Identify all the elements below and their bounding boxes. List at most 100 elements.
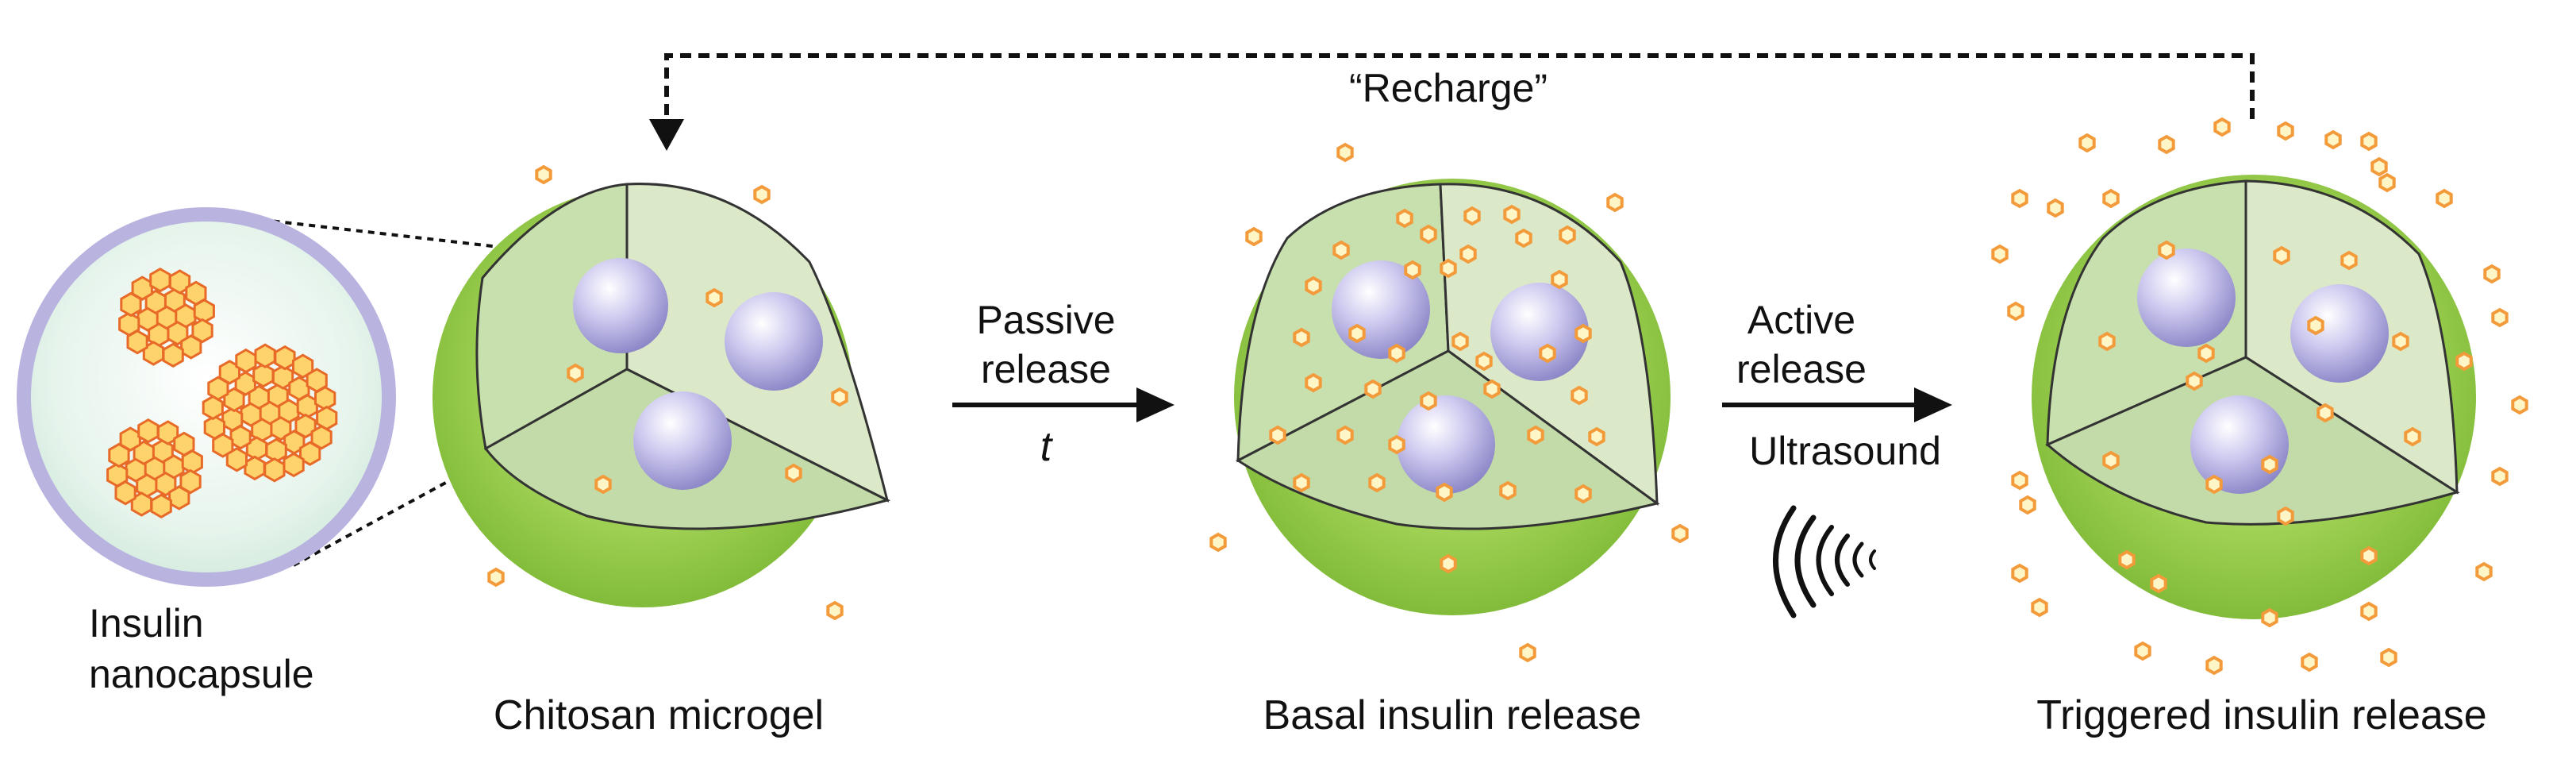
insulin-dot-icon bbox=[2102, 450, 2120, 471]
insulin-dot-icon bbox=[156, 420, 179, 445]
insulin-dot-icon bbox=[2307, 315, 2324, 336]
insulin-dot-icon bbox=[229, 424, 252, 450]
insulin-dot-icon bbox=[1245, 226, 1263, 247]
basal-release-microgel bbox=[1209, 142, 1689, 663]
insulin-dot-icon bbox=[2158, 240, 2175, 260]
insulin-dot-icon bbox=[2380, 647, 2397, 668]
insulin-dot-icon bbox=[179, 468, 202, 495]
nanocapsule-sphere-icon bbox=[2137, 249, 2236, 347]
insulin-dot-icon bbox=[2031, 597, 2048, 618]
insulin-dot-icon bbox=[1388, 434, 1405, 455]
recharge-arrowhead bbox=[649, 119, 684, 151]
nanocapsule-sphere-icon bbox=[1490, 283, 1589, 381]
insulin-dot-icon bbox=[826, 600, 844, 621]
insulin-dot-icon bbox=[2370, 156, 2388, 177]
insulin-dot-icon bbox=[137, 418, 160, 444]
insulin-dot-icon bbox=[2205, 474, 2223, 495]
insulin-dot-icon bbox=[1436, 482, 1453, 503]
insulin-dot-icon bbox=[274, 345, 296, 371]
insulin-dot-icon bbox=[2078, 133, 2096, 153]
insulin-dot-icon bbox=[168, 269, 191, 295]
insulin-dot-icon bbox=[163, 287, 186, 314]
insulin-dot-icon bbox=[535, 164, 552, 185]
insulin-dot-icon bbox=[2158, 134, 2175, 155]
insulin-dot-icon bbox=[2483, 264, 2501, 284]
insulin-dot-icon bbox=[1551, 269, 1568, 290]
insulin-dot-icon bbox=[1451, 331, 1469, 352]
insulin-dot-icon bbox=[1396, 208, 1413, 229]
insulin-dot-icon bbox=[1991, 244, 2009, 264]
insulin-dot-icon bbox=[2118, 549, 2136, 570]
insulin-dot-icon bbox=[2475, 561, 2493, 582]
chitosan-microgel bbox=[433, 164, 891, 621]
insulin-dot-icon bbox=[221, 407, 244, 432]
insulin-dot-icon bbox=[1475, 351, 1493, 372]
insulin-dot-icon bbox=[567, 363, 584, 383]
insulin-dots-triggered bbox=[1991, 117, 2528, 676]
insulin-dot-icon bbox=[252, 362, 275, 388]
insulin-dot-icon bbox=[1515, 228, 1532, 249]
insulin-dot-icon bbox=[1459, 244, 1477, 264]
insulin-dot-icon bbox=[2491, 466, 2509, 487]
active-label-line1: Active bbox=[1747, 298, 1855, 342]
active-label-line2: release bbox=[1736, 347, 1867, 391]
insulin-dot-icon bbox=[235, 348, 257, 374]
insulin-dot-icon bbox=[2134, 641, 2151, 661]
insulin-dot-icon bbox=[106, 462, 129, 487]
insulin-dot-icon bbox=[1440, 553, 1457, 574]
insulin-dot-icon bbox=[1305, 372, 1322, 393]
nanocapsule-sphere-icon bbox=[725, 292, 823, 391]
insulin-dot-icon bbox=[296, 394, 318, 419]
insulin-dot-icon bbox=[155, 471, 177, 497]
insulin-dot-icon bbox=[1463, 206, 1481, 226]
insulin-dot-icon bbox=[270, 415, 292, 441]
insulin-dot-icon bbox=[2019, 495, 2036, 515]
triggered-release-microgel bbox=[1991, 117, 2528, 676]
insulin-dot-icon bbox=[167, 320, 189, 346]
insulin-dot-icon bbox=[785, 463, 802, 484]
insulin-dot-icon bbox=[1420, 224, 1437, 245]
insulin-dot-icon bbox=[2436, 188, 2453, 209]
insulin-dot-icon bbox=[1440, 258, 1457, 279]
insulin-dot-icon bbox=[314, 385, 336, 411]
insulin-dot-icon bbox=[831, 387, 848, 407]
insulin-dot-icon bbox=[244, 455, 266, 481]
passive-label-line1: Passive bbox=[976, 298, 1115, 342]
insulin-dot-icon bbox=[283, 452, 305, 478]
insulin-dot-icon bbox=[2392, 331, 2409, 352]
insulin-dot-icon bbox=[2360, 131, 2378, 152]
insulin-dot-icon bbox=[2340, 250, 2358, 271]
insulin-dot-icon bbox=[487, 567, 505, 588]
insulin-dot-icon bbox=[263, 457, 286, 483]
nanocapsule-sphere-icon bbox=[2290, 284, 2389, 383]
insulin-dot-icon bbox=[2011, 470, 2028, 491]
insulin-dot-icon bbox=[2098, 331, 2116, 352]
insulin-dot-icon bbox=[240, 402, 262, 427]
insulin-dot-icon bbox=[2150, 573, 2167, 594]
active-label-ultrasound: Ultrasound bbox=[1749, 429, 1941, 473]
insulin-dot-icon bbox=[1499, 480, 1517, 501]
insulin-dot-icon bbox=[2316, 403, 2334, 423]
stage-label-basal: Basal insulin release bbox=[1263, 692, 1642, 738]
insulin-dot-icon bbox=[2404, 426, 2421, 447]
nanocapsule-sphere-icon bbox=[573, 258, 668, 353]
insulin-dot-icon bbox=[753, 184, 771, 205]
insulin-dot-icon bbox=[114, 480, 136, 506]
insulin-dot-icon bbox=[265, 437, 287, 464]
insulin-dot-icon bbox=[2011, 188, 2028, 209]
insulin-dot-icon bbox=[1671, 523, 1689, 544]
insulin-dot-icon bbox=[149, 267, 171, 293]
insulin-dot-icon bbox=[1420, 391, 1437, 411]
nanocapsule-cluster-group bbox=[106, 267, 338, 519]
insulin-dot-icon bbox=[1293, 327, 1310, 348]
insulin-dot-icon bbox=[299, 441, 321, 466]
nanocapsule-sphere-icon bbox=[633, 391, 732, 490]
insulin-dot-icon bbox=[1332, 240, 1350, 260]
insulin-dot-icon bbox=[2261, 454, 2278, 475]
insulin-dot-icon bbox=[1588, 426, 1605, 447]
insulin-dot-icon bbox=[2186, 371, 2203, 391]
insulin-dot-icon bbox=[1388, 343, 1405, 364]
insulin-dot-icon bbox=[1574, 484, 1592, 504]
insulin-dot-icon bbox=[310, 425, 333, 450]
